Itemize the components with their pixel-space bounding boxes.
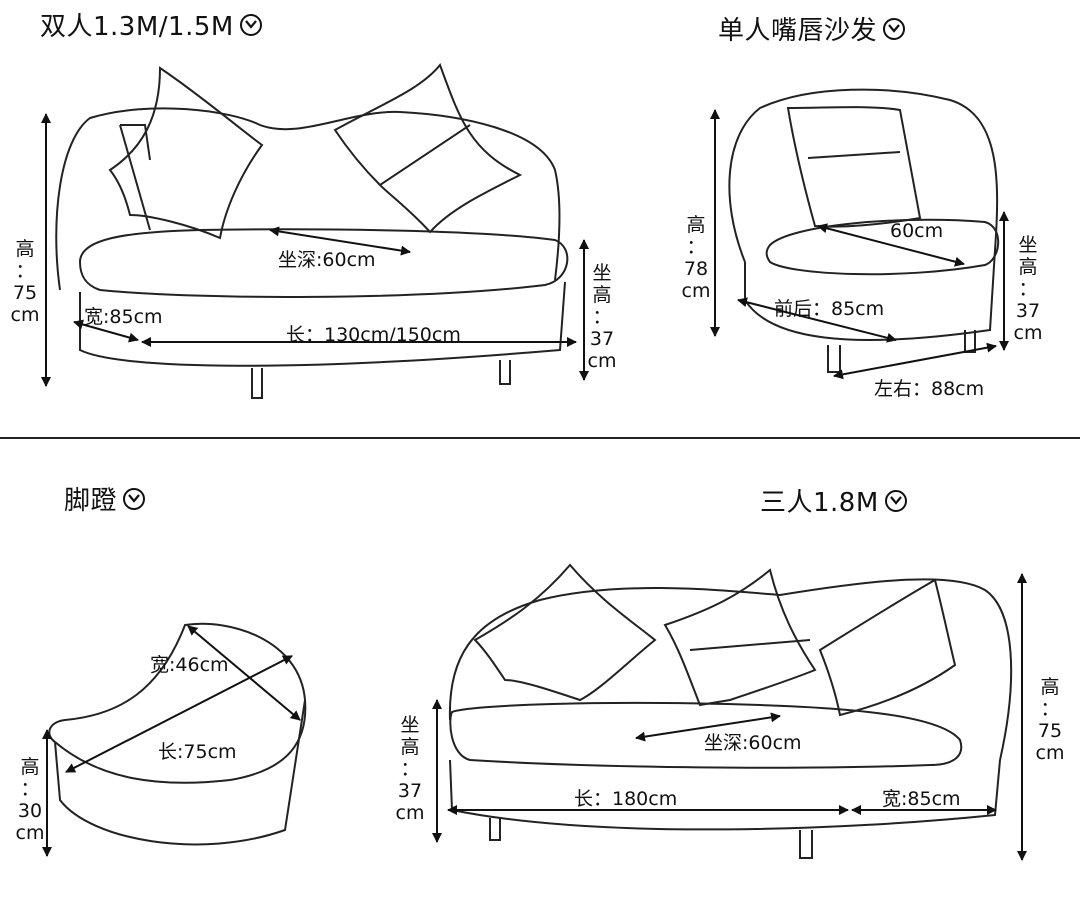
footstool-length-arrow	[65, 655, 293, 773]
footstool-title: 脚蹬	[64, 480, 146, 517]
triple-sofa-title-text: 三人1.8M	[760, 488, 879, 518]
triple-sofa-dimensions	[432, 573, 1027, 861]
single-sofa-dimensions	[710, 109, 1009, 380]
chevron-down-circle-icon	[883, 17, 906, 40]
footstool-dimensions	[42, 625, 301, 857]
double-sofa-dimensions	[41, 113, 589, 387]
single-sofa-drawing	[728, 88, 1000, 373]
triple-sofa-title: 三人1.8M	[760, 482, 907, 519]
triple-seat-depth-label: 坐深:60cm	[704, 732, 802, 754]
double-sofa-title: 双人1.3M/1.5M	[40, 6, 262, 43]
double-sofa-title-text: 双人1.3M/1.5M	[40, 12, 234, 42]
single-sofa-title-text: 单人嘴唇沙发	[718, 16, 878, 46]
triple-sofa-drawing	[448, 563, 1013, 859]
double-width-label: 宽:85cm	[84, 306, 163, 328]
single-left-right-label: 左右：88cm	[874, 378, 985, 400]
single-front-back-arrow	[737, 297, 897, 343]
single-depth-label: 60cm	[890, 220, 944, 242]
double-length-label: 长：130cm/150cm	[286, 324, 461, 346]
single-left-right-arrow	[833, 342, 997, 380]
triple-width-label: 宽:85cm	[882, 788, 961, 810]
single-front-back-label: 前后：85cm	[774, 298, 885, 320]
footstool-length-label: 长:75cm	[158, 741, 237, 763]
triple-length-label: 长：180cm	[574, 788, 678, 810]
single-depth-arrow	[817, 223, 965, 267]
section-divider	[0, 437, 1080, 439]
chevron-down-circle-icon	[239, 13, 262, 36]
chevron-down-circle-icon	[123, 487, 146, 510]
double-seat-depth-arrow	[269, 226, 411, 256]
footstool-width-label: 宽:46cm	[150, 654, 229, 676]
triple-seat-depth-arrow	[635, 712, 781, 742]
double-sofa-drawing	[55, 62, 569, 399]
double-width-arrow	[73, 319, 139, 343]
single-sofa-title: 单人嘴唇沙发	[718, 10, 906, 47]
double-seat-depth-label: 坐深:60cm	[278, 249, 376, 271]
footstool-title-text: 脚蹬	[64, 486, 118, 516]
chevron-down-circle-icon	[884, 489, 907, 512]
